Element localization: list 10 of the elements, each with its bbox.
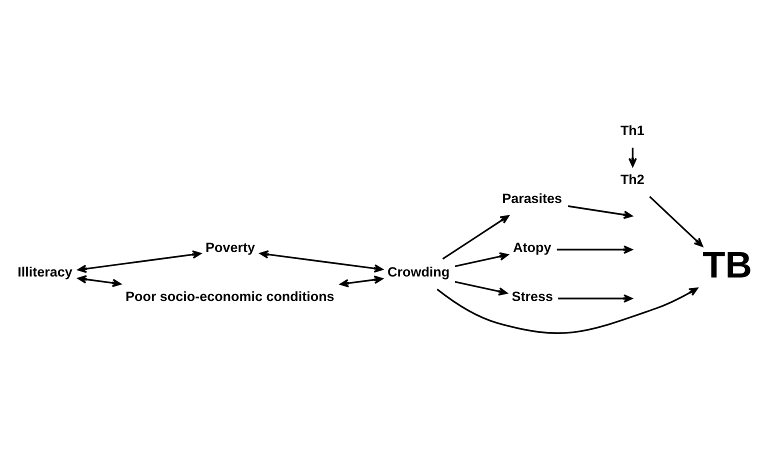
node-text: Atopy	[513, 239, 552, 254]
node-text: Th2	[620, 171, 644, 186]
node-text: Th1	[620, 122, 644, 138]
node-text: Parasites	[502, 190, 562, 206]
node-text: Stress	[512, 288, 553, 304]
node-text: TB	[702, 243, 752, 286]
node-text: Crowding	[388, 264, 450, 279]
node-text: Poverty	[206, 239, 255, 254]
node-text: Poor socio-economic conditions	[126, 288, 334, 304]
node-text: Illiteracy	[18, 264, 72, 279]
